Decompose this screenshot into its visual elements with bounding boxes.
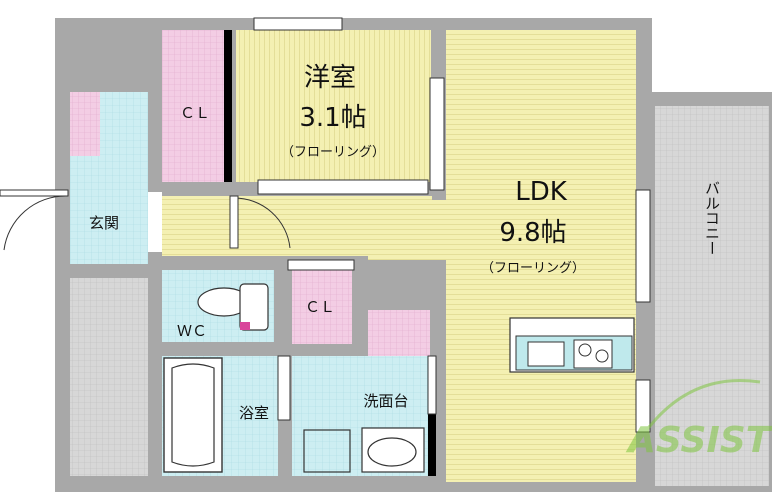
kitchen-counter — [509, 317, 635, 373]
interior-door — [229, 195, 291, 249]
entrance-step — [148, 192, 162, 252]
closet-small-label: ＣＬ — [305, 298, 335, 316]
balcony-label: バルコニー — [703, 181, 721, 256]
western-room-floor — [236, 30, 431, 182]
bathtub — [163, 357, 223, 473]
closet-main-label: ＣＬ — [180, 104, 210, 122]
ldk-floor-label: （フローリング） — [481, 261, 585, 276]
storage-left — [70, 278, 148, 476]
washing-machine-space — [303, 429, 351, 473]
western-room-size: 3.1帖 — [299, 103, 366, 133]
washroom-door — [427, 355, 437, 415]
entrance-label: 玄関 — [89, 214, 119, 232]
balcony-area — [655, 106, 769, 486]
closet-main-door — [224, 30, 232, 182]
windows — [253, 17, 651, 433]
washroom-door-edge — [428, 414, 436, 476]
closet-small-area — [292, 268, 352, 344]
watermark-logo: ASSIST — [625, 379, 772, 461]
bath-door — [277, 355, 291, 421]
toilet-fixture — [197, 283, 269, 331]
toilet-label: ＷＣ — [177, 322, 207, 340]
ldk-floor — [446, 30, 636, 482]
bath-label: 浴室 — [239, 404, 269, 422]
western-room-name: 洋室 — [304, 63, 356, 93]
ldk-name: LDK — [515, 177, 568, 207]
watermark-text: ASSIST — [625, 420, 772, 461]
western-room-floor-label: （フローリング） — [281, 145, 385, 160]
hallway-floor — [162, 196, 432, 256]
closet-small-door — [287, 259, 355, 271]
washroom-label: 洗面台 — [363, 392, 408, 410]
entrance-door — [0, 189, 69, 251]
shoe-storage — [70, 92, 100, 156]
closet-main-area — [162, 30, 224, 182]
ldk-size: 9.8帖 — [499, 218, 566, 248]
washroom-storage — [368, 310, 430, 356]
wash-basin — [361, 427, 425, 473]
